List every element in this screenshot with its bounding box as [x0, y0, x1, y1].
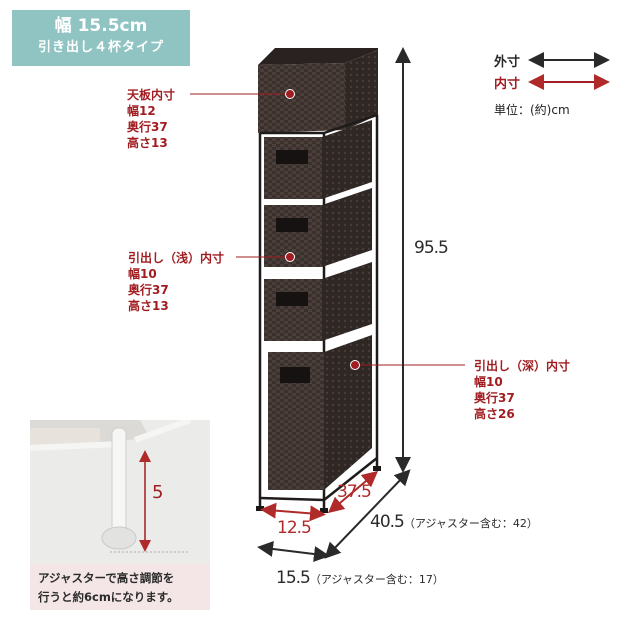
drawer-1	[264, 120, 372, 199]
height-dimension: 95.5	[414, 238, 449, 258]
depth-dimension: 40.5（アジャスター含む：42）	[370, 512, 538, 532]
legend-outer-label: 外寸	[494, 55, 521, 70]
drawer-2	[264, 188, 372, 267]
callout-shallow-drawer: 引出し（浅）内寸 幅10 奥行37 高さ13	[128, 251, 225, 313]
adjuster-height: 5	[152, 482, 164, 503]
width-dimension: 15.5（アジャスター含む：17）	[276, 568, 444, 588]
inner-depth-dimension: 37.5	[337, 482, 372, 502]
callout-deep-drawer: 引出し（深）内寸 幅10 奥行37 高さ26	[474, 359, 571, 421]
top-tray	[258, 48, 378, 133]
inner-width-dimension: 12.5	[277, 518, 312, 538]
drawer-3	[264, 262, 372, 341]
badge-subtitle: 引き出し４杯タイプ	[37, 40, 164, 55]
unit-label: 単位：(約)cm	[494, 103, 570, 117]
badge-width: 幅 15.5cm	[54, 16, 148, 36]
width-badge: 幅 15.5cm 引き出し４杯タイプ	[12, 10, 190, 66]
legend-inner-label: 内寸	[494, 77, 521, 92]
callout-top-tray: 天板内寸 幅12 奥行37 高さ13	[127, 88, 176, 150]
drawer-4-deep	[268, 335, 372, 490]
adjuster-note: アジャスターで高さ調節を 行うと約6cmになります。	[30, 564, 210, 610]
